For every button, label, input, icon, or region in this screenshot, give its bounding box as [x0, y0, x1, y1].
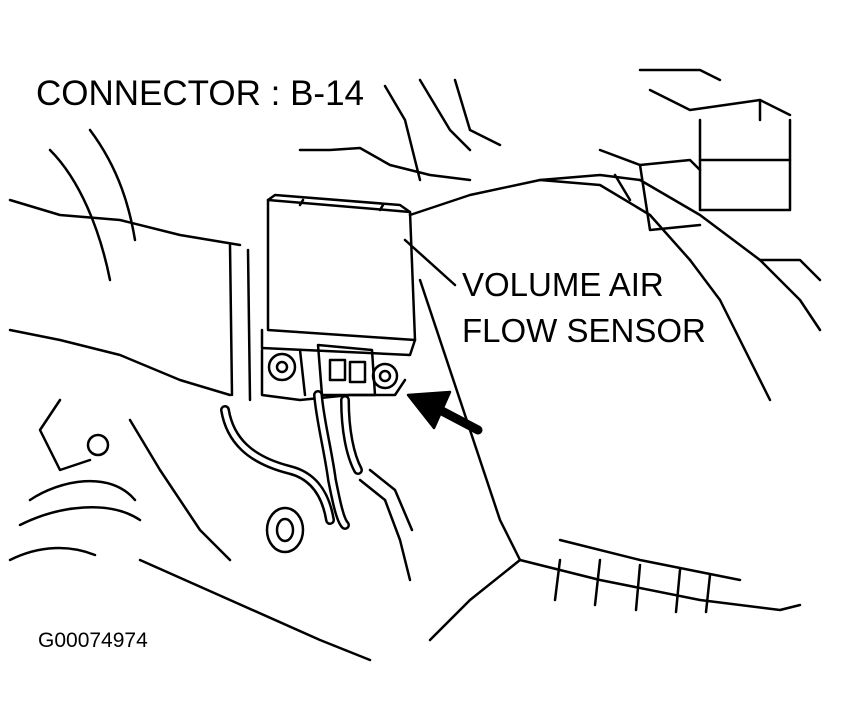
- figure-id: G00074974: [38, 629, 148, 652]
- wiring-harness: [220, 390, 414, 582]
- air-intake-duct: [8, 128, 372, 662]
- callout-label-line2: FLOW SENSOR: [462, 312, 706, 349]
- arrow-icon: [406, 390, 483, 435]
- engine-block-outline: [298, 68, 792, 232]
- connector-b14: [267, 343, 399, 397]
- volume-air-flow-sensor-body: [260, 193, 417, 402]
- callout-label-line1: VOLUME AIR: [462, 266, 664, 303]
- callout-leader-line: [403, 238, 457, 287]
- air-cleaner-housing: [408, 173, 822, 642]
- diagram-title: CONNECTOR : B-14: [36, 74, 365, 113]
